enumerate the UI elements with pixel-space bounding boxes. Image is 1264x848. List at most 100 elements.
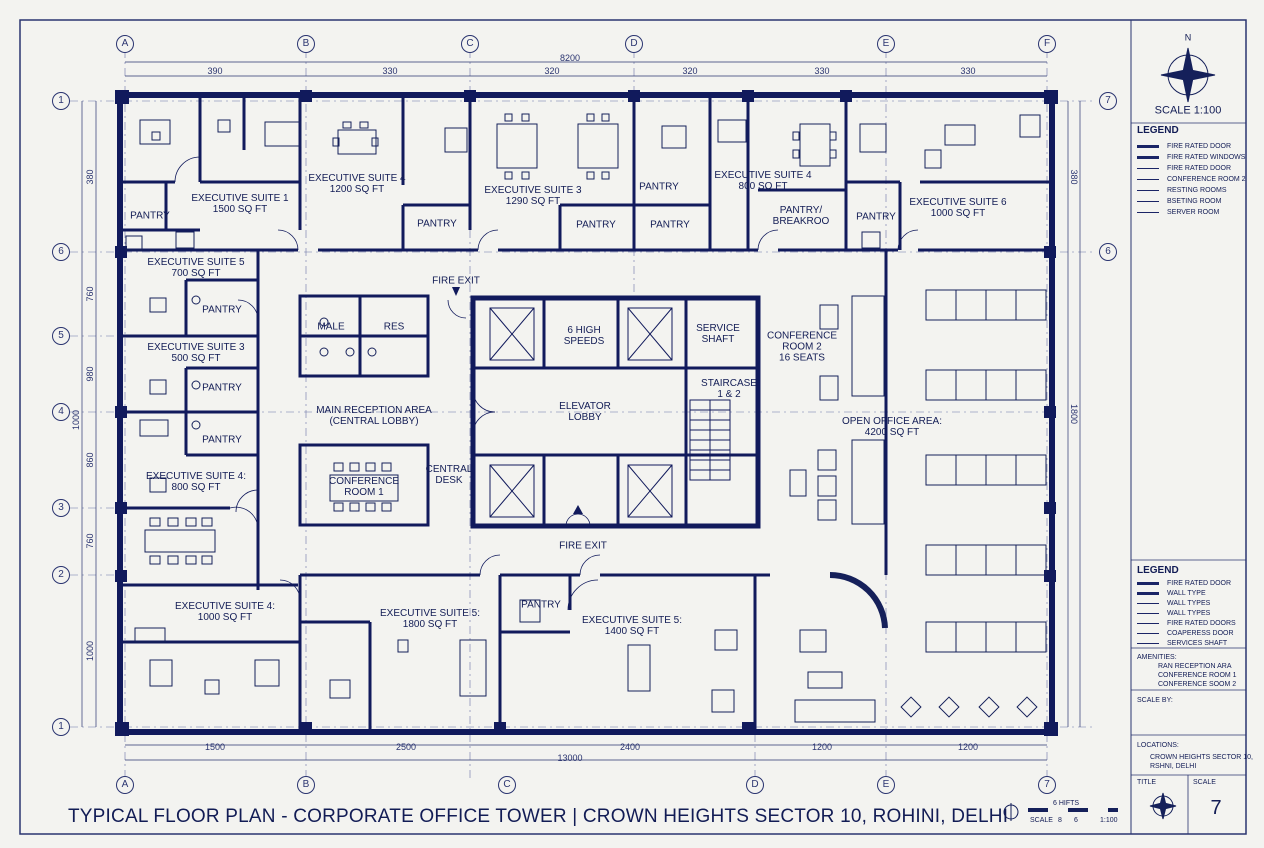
dim-top-3: 320 — [544, 66, 560, 76]
grid-bubble-bottom-c: C — [498, 776, 516, 794]
label-pantry-breakroom: PANTRY/ BREAKROO — [772, 205, 830, 227]
label-open-office-area: OPEN OFFICE AREA: 4200 SQ FT — [841, 416, 943, 438]
amenities-title: AMENITIES: — [1137, 654, 1177, 661]
label-high-speeds: 6 HIGH SPEEDS — [563, 325, 605, 347]
sheet-number: 7 — [1210, 797, 1222, 819]
legend-1-item: FIRE RATED DOOR — [1137, 165, 1231, 172]
dim-bottom-4: 1200 — [811, 742, 833, 752]
amenities-list: RAN RECEPTION ARA CONFERENCE ROOM 1 CONF… — [1158, 663, 1237, 688]
location-text: CROWN HEIGHTS SECTOR 10, RSHNI, DELHI — [1150, 754, 1253, 770]
panel-lines — [1131, 122, 1246, 834]
dim-left-6: 760 — [85, 533, 95, 549]
label-res: RES — [383, 321, 405, 333]
grid-bubble-left-2: 2 — [52, 566, 70, 584]
label-pantry-7: PANTRY — [202, 304, 242, 316]
dim-bottom-1: 1500 — [204, 742, 226, 752]
legend-2-item: SERVICES SHAFT — [1137, 640, 1227, 647]
label-fire-exit-top: FIRE EXIT — [432, 275, 480, 287]
label-pantry-5: PANTRY — [639, 181, 679, 193]
grid-bubble-top-d: D — [625, 35, 643, 53]
legend-1-item: FIRE RATED WINDOWS — [1137, 154, 1245, 161]
label-exec-suite-5-right: EXECUTIVE SUITE 5: 1400 SQ FT — [581, 615, 683, 637]
grid-bubble-top-c: C — [461, 35, 479, 53]
label-exec-suite-5-left: EXECUTIVE SUITE 5 700 SQ FT — [147, 257, 245, 279]
scalebar-n2: 6 — [1074, 817, 1078, 824]
label-staircase: STAIRCASE 1 & 2 — [701, 378, 757, 400]
location-title: LOCATIONS: — [1137, 742, 1179, 749]
label-male: MALE — [317, 321, 345, 333]
dim-left-3: 980 — [85, 366, 95, 382]
label-exec-suite-5-bottom: EXECUTIVE SUITE 5: 1800 SQ FT — [379, 608, 481, 630]
legend-1-item: BSETING ROOM — [1137, 198, 1221, 205]
scale-bar-graphic — [1003, 803, 1118, 821]
legend-2-item: WALL TYPES — [1137, 600, 1210, 607]
grid-bubble-left-1: 1 — [52, 92, 70, 110]
grid-bubble-top-e: E — [877, 35, 895, 53]
grid-bubble-bottom-b: B — [297, 776, 315, 794]
legend-2-item: FIRE RATED DOOR — [1137, 580, 1231, 587]
scalebar-top-label: 6 HIFTS — [1053, 800, 1080, 807]
grid-bubble-left-4: 4 — [52, 403, 70, 421]
titleblock-compass — [1149, 792, 1177, 820]
dim-top-1: 390 — [207, 66, 223, 76]
dim-bottom-2: 2500 — [395, 742, 417, 752]
grid-bubble-bottom-a: A — [116, 776, 134, 794]
furniture — [125, 113, 1047, 723]
columns — [115, 90, 1058, 736]
label-pantry-2: PANTRY — [417, 218, 457, 230]
scalebar-left-label: SCALE — [1030, 817, 1053, 824]
label-exec-suite-3-top: EXECUTIVE SUITE 3 1290 SQ FT — [484, 185, 582, 207]
dim-left-1: 380 — [85, 169, 95, 185]
label-service-shaft: SERVICE SHAFT — [696, 323, 740, 345]
drawing-title: TYPICAL FLOOR PLAN - CORPORATE OFFICE TO… — [68, 806, 1009, 827]
dimension-lines — [81, 61, 1081, 761]
dim-right-2: 1800 — [1069, 403, 1079, 425]
grid-bubble-left-6: 6 — [52, 243, 70, 261]
dim-right-1: 380 — [1069, 169, 1079, 185]
label-exec-suite-6: EXECUTIVE SUITE 6 1000 SQ FT — [909, 197, 1007, 219]
label-central-desk: CENTRAL DESK — [425, 464, 473, 486]
dim-bottom-total: 13000 — [557, 753, 583, 763]
label-pantry-3: PANTRY — [576, 219, 616, 231]
legend-2-item: COAPERESS DOOR — [1137, 630, 1234, 637]
label-main-reception: MAIN RECEPTION AREA (CENTRAL LOBBY) — [316, 405, 432, 427]
grid-bubble-right-7: 7 — [1099, 92, 1117, 110]
grid-bubble-left-5: 5 — [52, 327, 70, 345]
label-pantry-6: PANTRY — [856, 211, 896, 223]
elevator-cars — [489, 307, 731, 518]
dim-bottom-3: 2400 — [619, 742, 641, 752]
legend-1-item: RESTING ROOMS — [1137, 187, 1227, 194]
dim-left-4: 1000 — [71, 409, 81, 431]
legend-1-item: CONFERENCE ROOM 2 — [1137, 176, 1246, 183]
label-pantry-1: PANTRY — [130, 210, 170, 222]
label-exec-suite-4-bottom: EXECUTIVE SUITE 4: 1000 SQ FT — [174, 601, 276, 623]
dim-bottom-5: 1200 — [957, 742, 979, 752]
dim-top-2: 330 — [382, 66, 398, 76]
grid-bubble-bottom-7: 7 — [1038, 776, 1056, 794]
grid-bubble-left-3: 3 — [52, 499, 70, 517]
label-exec-suite-3-left: EXECUTIVE SUITE 3 500 SQ FT — [147, 342, 245, 364]
scale-by-label: SCALE BY: — [1137, 697, 1173, 704]
fire-exit-arrows — [452, 287, 583, 514]
label-exec-suite-1: EXECUTIVE SUITE 1 1500 SQ FT — [191, 193, 289, 215]
dim-left-2: 760 — [85, 286, 95, 302]
legend-1-title: LEGEND — [1137, 125, 1179, 136]
label-pantry-10: PANTRY — [521, 599, 561, 611]
dim-left-7: 1000 — [85, 640, 95, 662]
scalebar-n1: 8 — [1058, 817, 1062, 824]
door-swings — [174, 156, 919, 611]
grid-bubble-top-b: B — [297, 35, 315, 53]
dim-top-total: 8200 — [559, 53, 581, 63]
north-arrow-graphic — [1160, 47, 1216, 103]
label-exec-suite-4-left: EXECUTIVE SUITE 4: 800 SQ FT — [145, 471, 247, 493]
label-pantry-8: PANTRY — [202, 382, 242, 394]
legend-2-item: FIRE RATED DOORS — [1137, 620, 1236, 627]
label-exec-suite-4-top: EXECUTIVE SUITE 4 1200 SQ FT — [308, 173, 406, 195]
grid-bubble-bottom-d: D — [746, 776, 764, 794]
dim-top-4: 320 — [682, 66, 698, 76]
dim-left-5: 860 — [85, 452, 95, 468]
scale-label: SCALE 1:100 — [1154, 104, 1222, 117]
grid-bubble-left-1b: 1 — [52, 718, 70, 736]
label-fire-exit-bottom: FIRE EXIT — [559, 540, 607, 552]
